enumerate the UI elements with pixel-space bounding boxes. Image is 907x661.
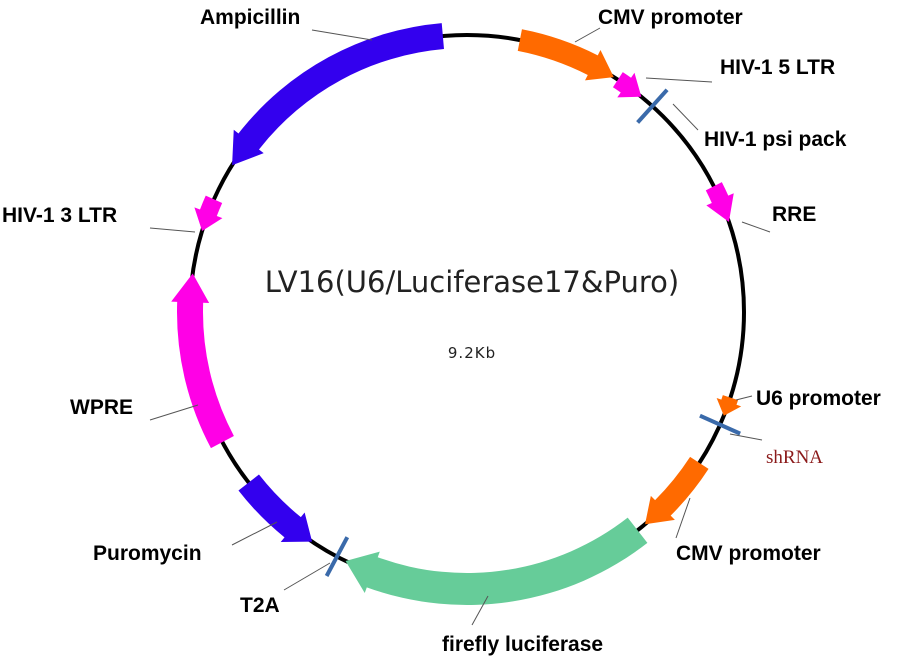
leader-wpre — [149, 404, 199, 421]
arrow-firefly-luciferase — [345, 517, 648, 605]
arrow-u6-promoter — [716, 395, 742, 416]
label-puromycin: Puromycin — [93, 542, 202, 565]
arrow-wpre — [171, 273, 234, 449]
feature-arrows — [171, 23, 742, 605]
leader-lines — [149, 27, 771, 626]
label-u6-promoter: U6 promoter — [756, 387, 881, 410]
label-shrna: shRNA — [766, 447, 823, 468]
label-hiv1-3-ltr: HIV-1 3 LTR — [2, 204, 117, 227]
leader-ampicillin — [311, 29, 373, 41]
arrow-rre — [705, 182, 734, 222]
arrow-ampicillin — [232, 23, 444, 166]
plasmid-name: LV16(U6/Luciferase17&Puro) — [265, 265, 679, 299]
label-cmv-promoter-top: CMV promoter — [598, 6, 743, 29]
leader-rre — [741, 221, 771, 233]
arrow-hiv1-3-ltr — [194, 195, 223, 232]
label-hiv1-5-ltr: HIV-1 5 LTR — [720, 56, 835, 79]
label-rre: RRE — [772, 203, 816, 226]
leader-firefly — [471, 595, 489, 626]
site-markers — [324, 88, 741, 577]
leader-cmv-top — [574, 27, 601, 43]
label-hiv1-psi-pack: HIV-1 psi pack — [704, 128, 847, 151]
leader-shrna — [729, 433, 763, 441]
plasmid-size: 9.2Kb — [448, 344, 496, 362]
marker-t2a — [324, 536, 350, 577]
marker-hiv1-psi-pack — [636, 88, 669, 124]
marker-shrna — [699, 413, 741, 436]
leader-u6 — [735, 395, 753, 401]
leader-t2a — [283, 562, 331, 591]
arrow-hiv1-5-ltr — [612, 72, 642, 98]
label-ampicillin: Ampicillin — [200, 6, 300, 29]
arrow-cmv-promoter-top — [517, 29, 614, 81]
leader-hiv1-5-ltr — [645, 77, 713, 83]
leader-puromycin — [231, 521, 278, 546]
leader-hiv1-psi — [672, 103, 699, 131]
label-cmv-promoter-bottom: CMV promoter — [676, 542, 821, 565]
label-wpre: WPRE — [70, 396, 133, 419]
arrow-cmv-promoter-bottom — [645, 456, 709, 525]
leader-hiv1-3-ltr — [149, 227, 196, 233]
leader-cmv-bottom — [675, 497, 691, 539]
label-firefly-luciferase: firefly luciferase — [442, 633, 603, 656]
label-t2a: T2A — [240, 594, 280, 617]
arrow-puromycin — [238, 474, 313, 543]
